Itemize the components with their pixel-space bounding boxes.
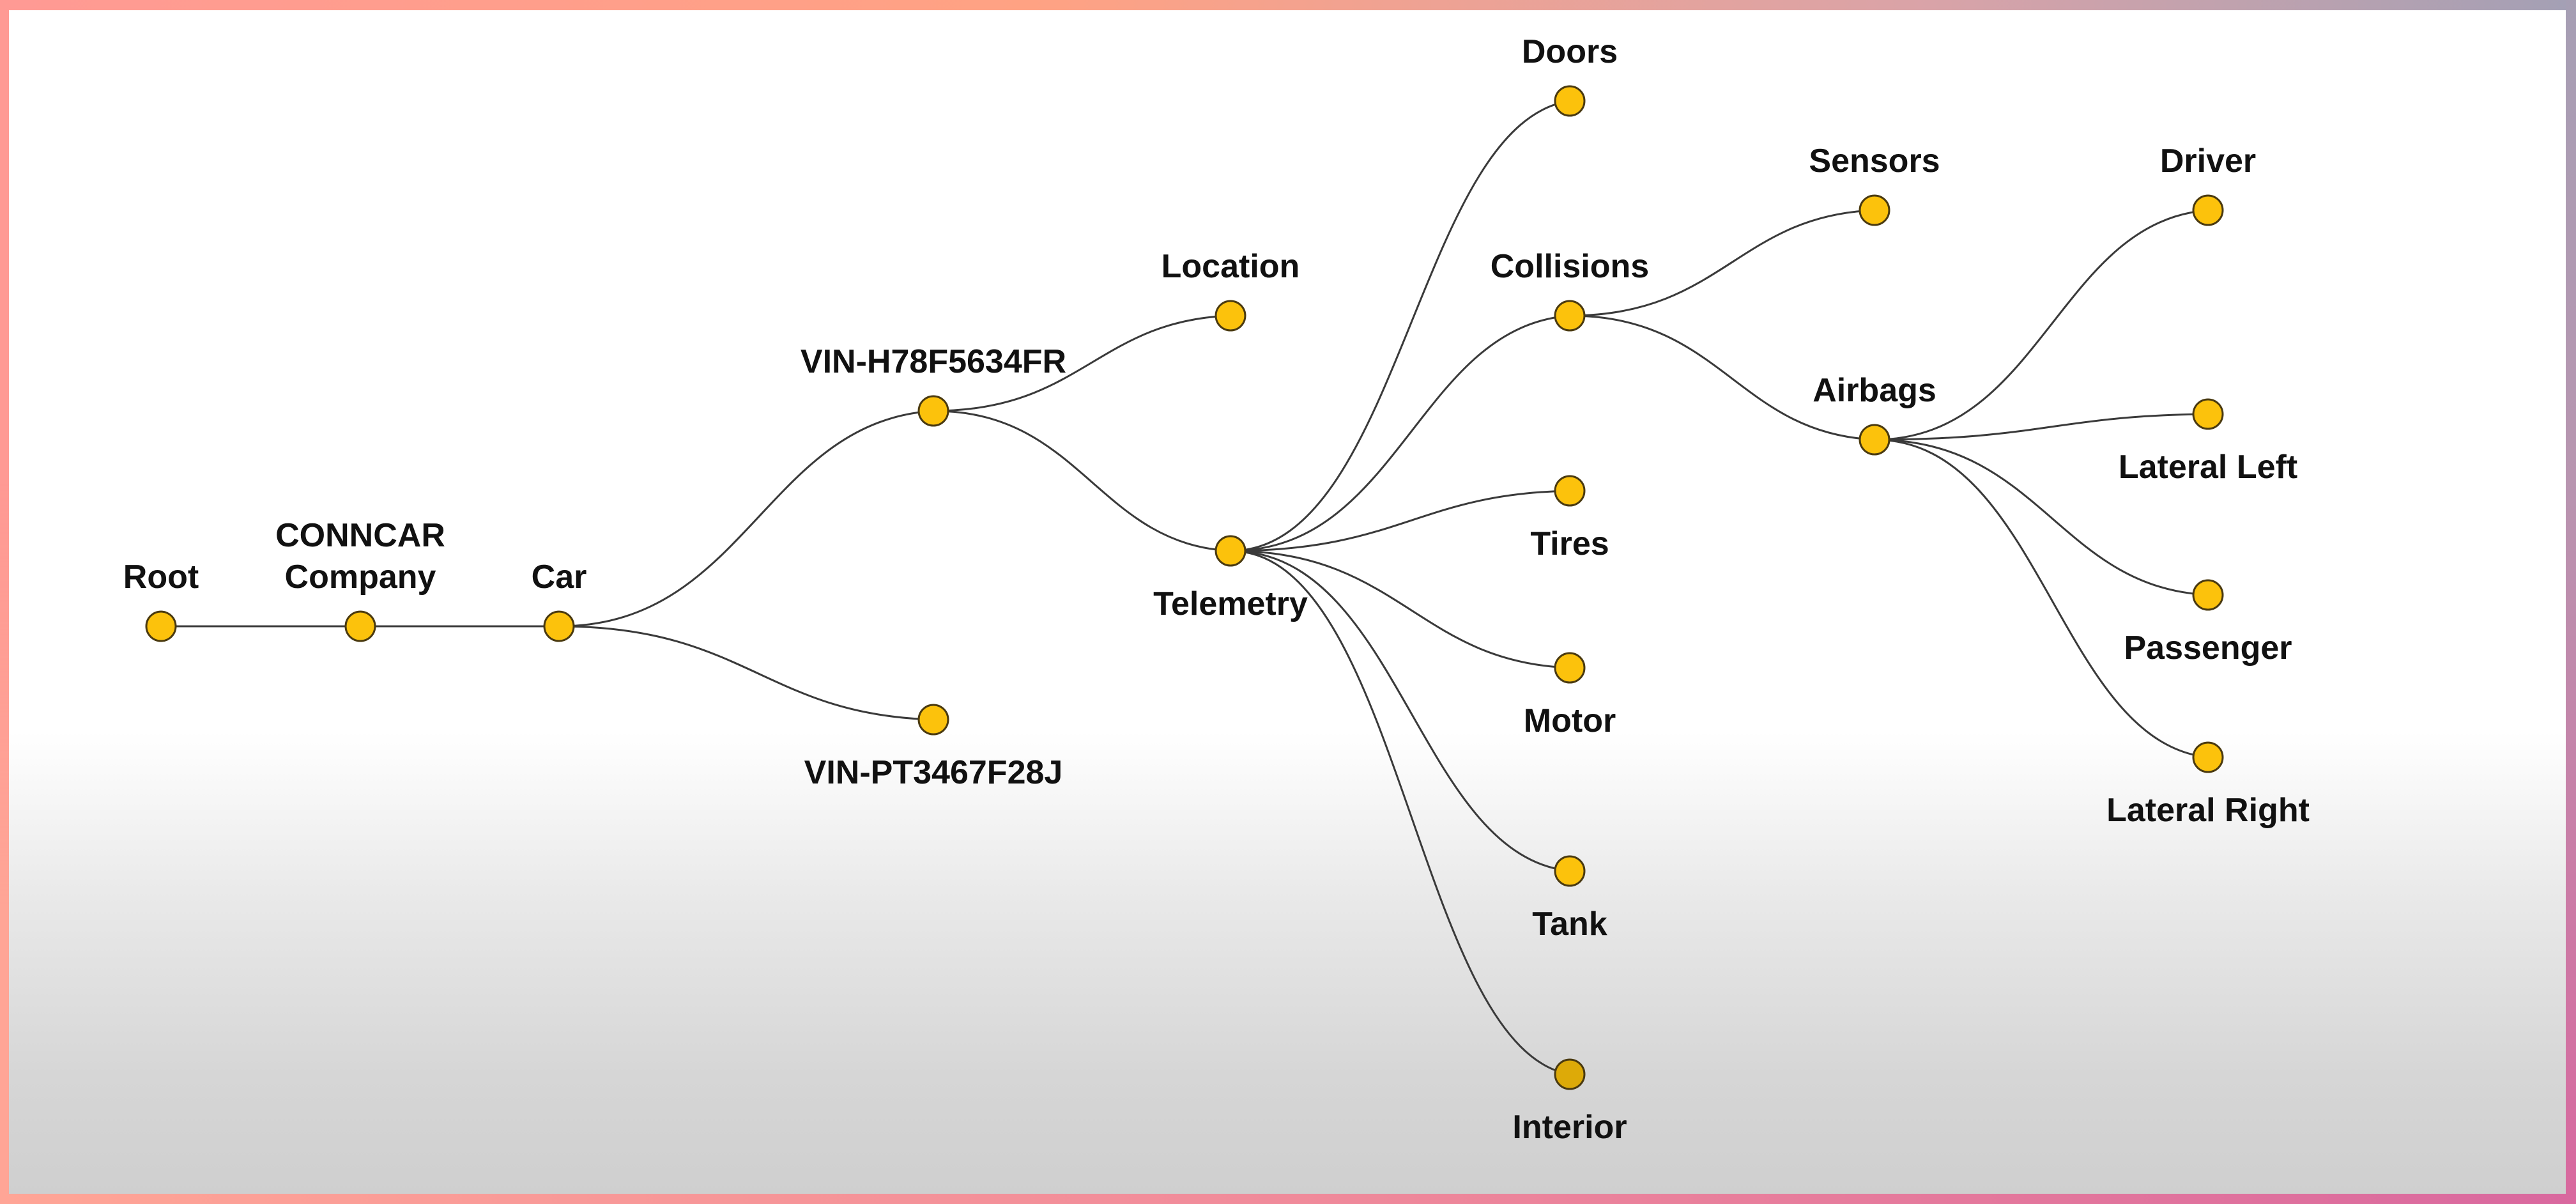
node-collisions[interactable] bbox=[1554, 300, 1586, 332]
node-passenger[interactable] bbox=[2192, 579, 2224, 611]
label-company: Company bbox=[285, 559, 436, 596]
edge-airbags-lateral_right bbox=[1874, 438, 2209, 759]
edge-collisions-sensors bbox=[1569, 209, 1875, 317]
diagram-canvas: Root CONNCAR Company Car VIN-H78F5634FR VIN-P… bbox=[9, 10, 2566, 1194]
edge-airbags-passenger bbox=[1874, 438, 2209, 596]
node-lateral-left[interactable] bbox=[2192, 398, 2224, 430]
edge-telemetry-motor bbox=[1230, 550, 1570, 669]
label-tires: Tires bbox=[1530, 525, 1609, 562]
node-motor[interactable] bbox=[1554, 652, 1586, 684]
edge-collisions-airbags bbox=[1569, 314, 1875, 441]
edges-layer bbox=[161, 100, 2209, 1076]
label-vin2: VIN-PT3467F28J bbox=[804, 754, 1063, 791]
edge-car-vin1 bbox=[558, 410, 934, 628]
frame-border-right bbox=[2566, 0, 2576, 1204]
edge-vin1-telemetry bbox=[933, 410, 1231, 552]
edge-telemetry-doors bbox=[1230, 100, 1570, 552]
label-company: CONNCAR bbox=[275, 517, 445, 554]
label-passenger: Passenger bbox=[2124, 629, 2292, 667]
label-root: Root bbox=[123, 559, 199, 596]
label-location: Location bbox=[1162, 248, 1300, 285]
label-car: Car bbox=[532, 559, 587, 596]
edge-telemetry-collisions bbox=[1230, 314, 1570, 552]
node-tank[interactable] bbox=[1554, 855, 1586, 887]
edge-telemetry-interior bbox=[1230, 550, 1570, 1076]
label-sensors: Sensors bbox=[1809, 143, 1940, 180]
edge-telemetry-tires bbox=[1230, 490, 1570, 552]
label-airbags: Airbags bbox=[1813, 372, 1936, 409]
node-driver[interactable] bbox=[2192, 194, 2224, 226]
node-doors[interactable] bbox=[1554, 85, 1586, 117]
node-car[interactable] bbox=[543, 610, 575, 642]
edge-airbags-driver bbox=[1874, 209, 2209, 441]
edge-car-vin2 bbox=[558, 625, 934, 721]
edge-vin1-location bbox=[933, 314, 1231, 412]
labels-layer: Root CONNCAR Company Car VIN-H78F5634FR VIN-P… bbox=[123, 33, 2310, 1146]
node-root[interactable] bbox=[145, 610, 177, 642]
label-lateral-left: Lateral Left bbox=[2119, 449, 2297, 486]
edge-telemetry-tank bbox=[1230, 550, 1570, 872]
node-airbags[interactable] bbox=[1859, 424, 1890, 456]
label-motor: Motor bbox=[1524, 702, 1616, 739]
label-interior: Interior bbox=[1512, 1109, 1627, 1146]
label-doors: Doors bbox=[1522, 33, 1618, 70]
node-location[interactable] bbox=[1215, 300, 1246, 332]
node-telemetry[interactable] bbox=[1215, 535, 1246, 567]
node-company[interactable] bbox=[344, 610, 376, 642]
edge-airbags-lateral_left bbox=[1874, 413, 2209, 441]
nodes-layer bbox=[145, 85, 2224, 1090]
node-vin2[interactable] bbox=[917, 704, 949, 736]
label-telemetry: Telemetry bbox=[1153, 585, 1308, 622]
node-lateral-right[interactable] bbox=[2192, 741, 2224, 773]
node-interior[interactable] bbox=[1554, 1058, 1586, 1090]
label-tank: Tank bbox=[1532, 906, 1607, 943]
tree-diagram: Root CONNCAR Company Car VIN-H78F5634FR VIN-P… bbox=[123, 33, 2310, 1146]
label-lateral-right: Lateral Right bbox=[2106, 792, 2310, 829]
node-vin1[interactable] bbox=[917, 395, 949, 427]
node-sensors[interactable] bbox=[1859, 194, 1890, 226]
label-driver: Driver bbox=[2160, 143, 2256, 180]
label-collisions: Collisions bbox=[1491, 248, 1649, 285]
node-tires[interactable] bbox=[1554, 475, 1586, 507]
label-vin1: VIN-H78F5634FR bbox=[801, 343, 1066, 380]
